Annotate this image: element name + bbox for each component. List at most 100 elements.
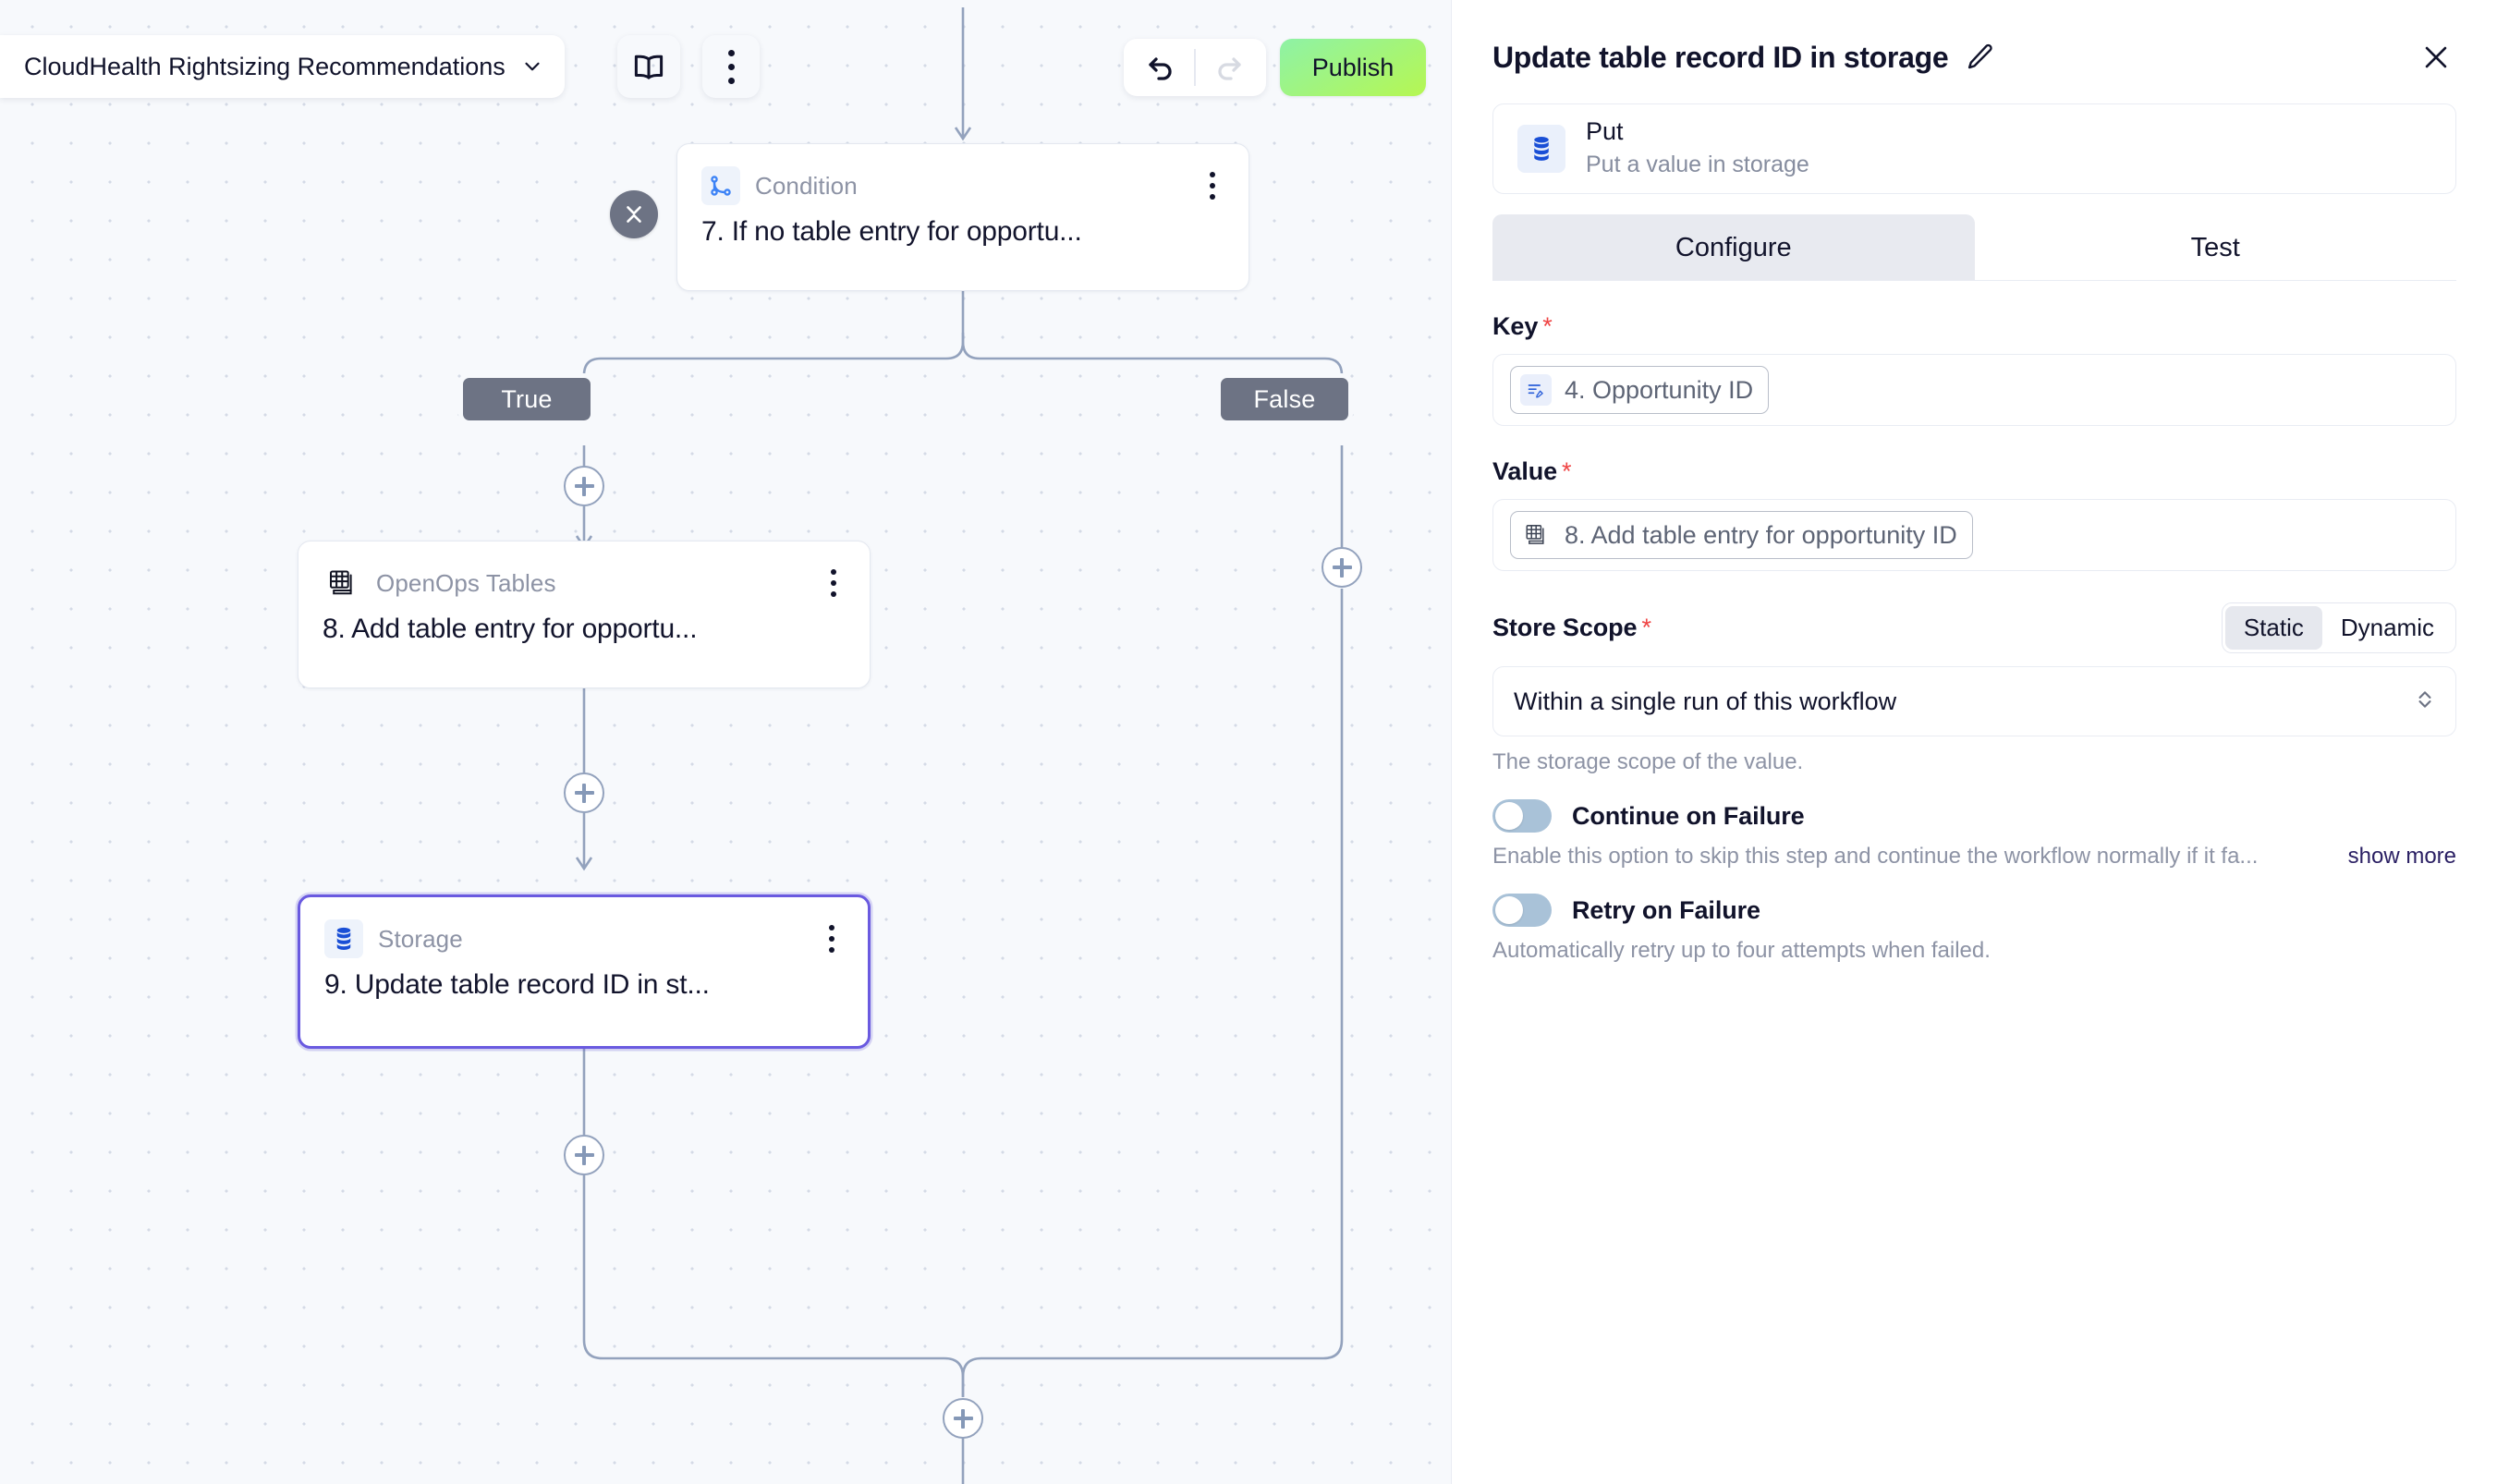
add-step-button[interactable] — [1322, 547, 1362, 588]
node-header: Storage — [300, 897, 868, 958]
key-chip-label: 4. Opportunity ID — [1565, 375, 1754, 404]
chevron-down-icon — [525, 62, 540, 71]
value-chip-label: 8. Add table entry for opportunity ID — [1565, 520, 1957, 549]
retry-on-failure-label: Retry on Failure — [1572, 895, 1760, 924]
continue-on-failure-description: Enable this option to skip this step and… — [1492, 844, 2259, 869]
store-scope-hint: The storage scope of the value. — [1492, 749, 1804, 774]
store-scope-header-row: Store Scope* Static Dynamic — [1492, 602, 2456, 653]
close-panel-button[interactable] — [2416, 37, 2456, 78]
field-key-label: Key* — [1492, 312, 2456, 341]
value-input[interactable]: 8. Add table entry for opportunity ID — [1492, 499, 2456, 571]
add-step-button[interactable] — [564, 1135, 604, 1175]
piece-name: Put — [1586, 117, 1624, 146]
publish-button[interactable]: Publish — [1280, 39, 1426, 96]
flow-name-label: CloudHealth Rightsizing Recommendations — [24, 52, 505, 80]
toggle-knob — [1495, 896, 1523, 924]
field-store-scope-label-text: Store Scope — [1492, 614, 1638, 641]
piece-description: Put a value in storage — [1586, 152, 1809, 177]
field-value-label-text: Value — [1492, 457, 1558, 485]
database-icon — [324, 919, 363, 958]
continue-on-failure-toggle[interactable] — [1492, 799, 1552, 833]
undo-arrow-icon — [1149, 57, 1172, 80]
add-step-button[interactable] — [564, 772, 604, 813]
key-input[interactable]: 4. Opportunity ID — [1492, 354, 2456, 426]
toggle-knob — [1495, 802, 1523, 830]
retry-on-failure-toggle[interactable] — [1492, 894, 1552, 927]
tables-icon — [1520, 519, 1552, 551]
node-title: 9. Update table record ID in st... — [324, 969, 710, 1000]
step-settings-panel: Update table record ID in storage — [1451, 0, 2497, 1484]
collapse-chevrons-icon — [627, 206, 641, 223]
flow-name-selector[interactable]: CloudHealth Rightsizing Recommendations — [0, 35, 565, 98]
node-menu-button[interactable] — [1197, 167, 1228, 204]
panel-tabs: Configure Test — [1492, 214, 2456, 281]
branch-icon — [701, 166, 740, 205]
undo-button[interactable] — [1137, 43, 1187, 92]
required-marker: * — [1641, 614, 1651, 641]
node-title: 7. If no table entry for opportu... — [701, 216, 1082, 247]
branch-label-text: True — [501, 384, 553, 413]
retry-on-failure-description-row: Automatically retry up to four attempts … — [1492, 938, 2456, 964]
retry-on-failure-description: Automatically retry up to four attempts … — [1492, 938, 1991, 963]
node-type-label: Condition — [755, 171, 858, 200]
text-edit-icon — [1520, 374, 1552, 406]
node-title: 8. Add table entry for opportu... — [323, 614, 698, 644]
workflow-node-storage[interactable]: Storage 9. Update table record ID in st.… — [298, 894, 871, 1049]
panel-title: Update table record ID in storage — [1492, 40, 1949, 74]
database-icon — [1517, 125, 1565, 173]
redo-arrow-icon — [1218, 57, 1241, 80]
branch-label-false[interactable]: False — [1216, 373, 1353, 425]
node-type-label: Storage — [378, 924, 463, 953]
node-type-label: OpenOps Tables — [376, 568, 556, 597]
required-marker: * — [1542, 312, 1553, 340]
edit-title-button[interactable] — [1963, 40, 1998, 75]
node-header: Condition — [677, 144, 1248, 205]
workflow-node-openops-tables[interactable]: OpenOps Tables 8. Add table entry for op… — [298, 541, 871, 688]
workflow-canvas[interactable]: Condition 7. If no table entry for oppor… — [0, 0, 1451, 1484]
tab-test[interactable]: Test — [1974, 214, 2456, 280]
node-header: OpenOps Tables — [298, 541, 870, 602]
piece-text-group: Put Put a value in storage — [1586, 116, 1809, 181]
field-value: Value* 8. Add table entry for oppor — [1492, 457, 2456, 571]
chevron-up-down-icon — [2413, 687, 2437, 716]
field-store-scope-label: Store Scope* — [1492, 614, 2222, 642]
store-scope-select[interactable]: Within a single run of this workflow — [1492, 666, 2456, 736]
segment-static[interactable]: Static — [2224, 606, 2322, 650]
panel-header: Update table record ID in storage — [1452, 0, 2497, 78]
add-step-button[interactable] — [943, 1398, 983, 1439]
divider — [1194, 49, 1196, 86]
workflow-edges — [575, 7, 1344, 1484]
tables-icon — [323, 564, 361, 602]
workflow-node-condition[interactable]: Condition 7. If no table entry for oppor… — [676, 143, 1249, 291]
node-menu-button[interactable] — [818, 565, 849, 602]
tab-configure[interactable]: Configure — [1492, 214, 1975, 280]
redo-button[interactable] — [1203, 43, 1253, 92]
field-key: Key* 4. Opportunity ID — [1492, 312, 2456, 426]
more-vertical-icon — [727, 49, 735, 84]
field-store-scope: Store Scope* Static Dynamic Within a sin… — [1492, 602, 2456, 775]
field-key-label-text: Key — [1492, 312, 1539, 340]
panel-body: Put Put a value in storage Configure Tes… — [1452, 103, 2497, 964]
collapse-branch-button[interactable] — [610, 190, 658, 238]
continue-on-failure-label: Continue on Failure — [1572, 801, 1805, 830]
retry-on-failure-row: Retry on Failure — [1492, 894, 2456, 927]
show-more-link[interactable]: show more — [2347, 844, 2456, 869]
key-value-chip[interactable]: 4. Opportunity ID — [1510, 366, 1770, 414]
flow-more-menu-button[interactable] — [702, 35, 760, 98]
add-step-button[interactable] — [564, 466, 604, 506]
continue-on-failure-row: Continue on Failure — [1492, 799, 2456, 833]
docs-button[interactable] — [617, 35, 680, 98]
value-value-chip[interactable]: 8. Add table entry for opportunity ID — [1510, 511, 1973, 559]
branch-label-true[interactable]: True — [458, 373, 595, 425]
store-scope-selected-value: Within a single run of this workflow — [1514, 687, 1897, 715]
undo-redo-group — [1124, 39, 1266, 96]
segment-dynamic[interactable]: Dynamic — [2322, 606, 2453, 650]
node-menu-button[interactable] — [816, 920, 847, 957]
static-dynamic-toggle: Static Dynamic — [2221, 602, 2456, 653]
continue-on-failure-description-row: Enable this option to skip this step and… — [1492, 844, 2456, 870]
branch-label-text: False — [1253, 384, 1316, 413]
close-icon — [2425, 46, 2447, 68]
pencil-icon — [1968, 43, 1993, 69]
required-marker: * — [1562, 457, 1572, 485]
